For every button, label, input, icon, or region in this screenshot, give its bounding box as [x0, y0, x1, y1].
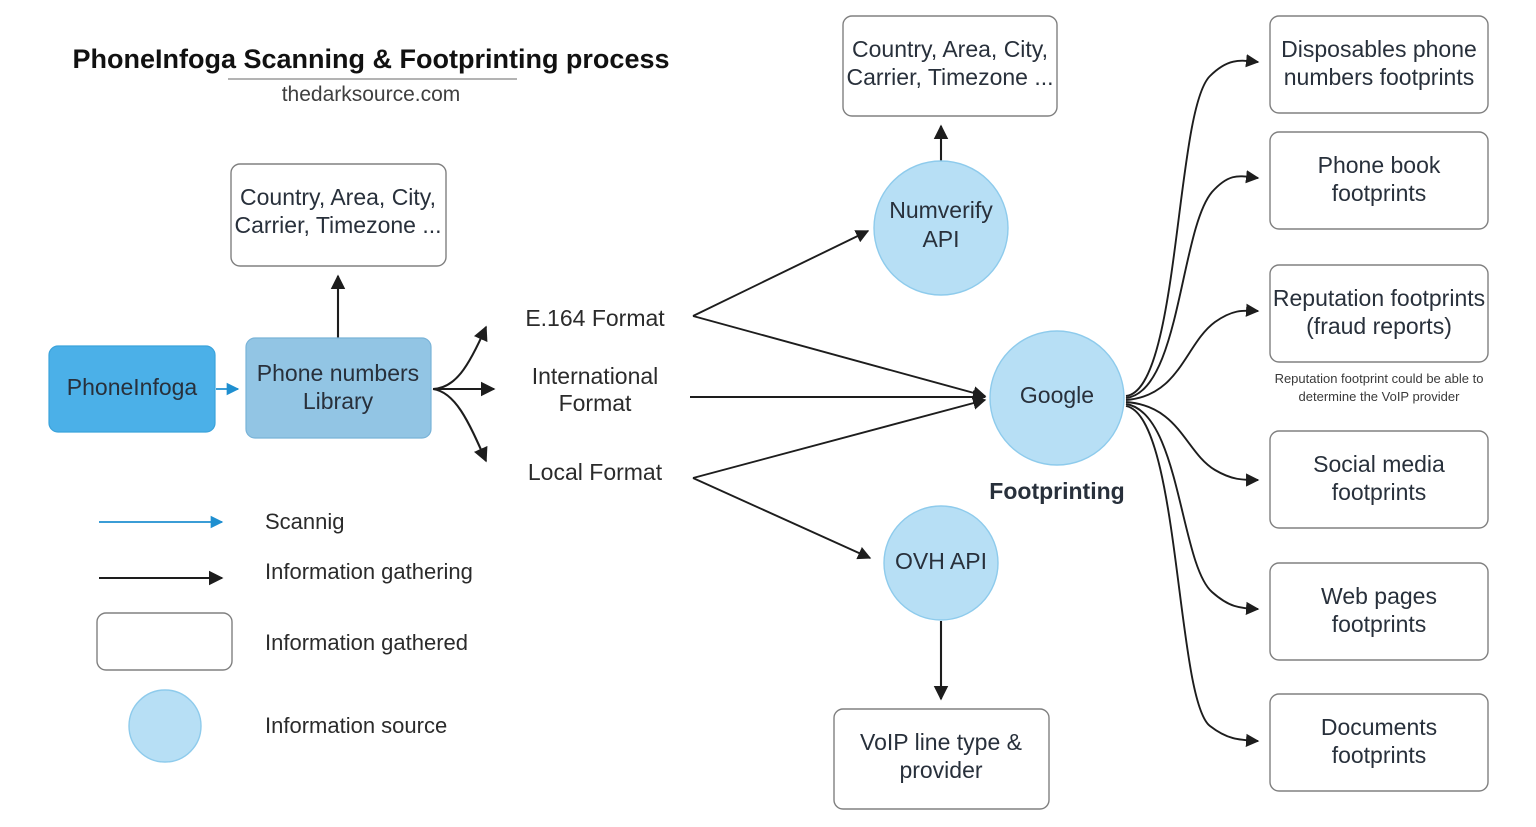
edge-library-to-local — [432, 387, 488, 463]
legend-label-scanning: Scannig — [265, 509, 345, 534]
footprint-reputation-line2: (fraud reports) — [1306, 313, 1452, 339]
footprint-disposables-line1: Disposables phone — [1281, 36, 1477, 62]
numverify-output-line2: Carrier, Timezone ... — [846, 64, 1053, 90]
footprint-web-pages-line1: Web pages — [1321, 583, 1437, 609]
footprint-phone-book-line1: Phone book — [1318, 152, 1441, 178]
edge-google-to-reputation — [1125, 303, 1260, 401]
ovh-output-box — [833, 708, 1050, 810]
phoneinfoga-label: PhoneInfoga — [67, 374, 198, 400]
ovh-api-circle — [883, 505, 999, 621]
library-output-box — [230, 163, 447, 267]
google-circle — [989, 330, 1125, 466]
edge-e164-to-numverify — [692, 230, 870, 317]
page-title: PhoneInfoga Scanning & Footprinting proc… — [72, 44, 669, 74]
reputation-note-line2: determine the VoIP provider — [1299, 389, 1461, 404]
footprint-box-documents — [1269, 693, 1489, 792]
edge-google-to-web-pages — [1125, 403, 1260, 615]
ovh-output-line2: provider — [899, 757, 982, 783]
format-label-local: Local Format — [528, 459, 663, 485]
edge-google-to-social-media — [1125, 401, 1260, 487]
legend-symbol-source-circle — [128, 689, 202, 763]
footprint-disposables-line2: numbers footprints — [1284, 64, 1474, 90]
library-output-line2: Carrier, Timezone ... — [234, 212, 441, 238]
legend-label-gathered: Information gathered — [265, 630, 468, 655]
ovh-output-line1: VoIP line type & — [860, 729, 1022, 755]
legend-label-source: Information source — [265, 713, 447, 738]
edge-e164-to-google — [692, 315, 987, 400]
footprint-documents-line1: Documents — [1321, 714, 1437, 740]
google-label: Google — [1020, 382, 1094, 408]
reputation-note-line1: Reputation footprint could be able to — [1275, 371, 1484, 386]
library-box — [245, 337, 432, 439]
footprint-box-reputation — [1269, 264, 1489, 363]
footprint-phone-book-line2: footprints — [1332, 180, 1427, 206]
legend-label-gathering: Information gathering — [265, 559, 473, 584]
numverify-label-line2: API — [922, 226, 959, 252]
footprint-social-media-line2: footprints — [1332, 479, 1427, 505]
footprint-box-disposables — [1269, 15, 1489, 114]
numverify-label-line1: Numverify — [889, 197, 993, 223]
format-label-e164: E.164 Format — [525, 305, 665, 331]
legend-symbol-gathered-box — [96, 612, 233, 671]
page-subtitle: thedarksource.com — [282, 83, 461, 106]
edge-local-to-google — [692, 396, 987, 479]
edge-google-to-documents — [1125, 405, 1260, 747]
numverify-output-box — [842, 15, 1058, 117]
footprint-web-pages-line2: footprints — [1332, 611, 1427, 637]
footprint-box-phone-book — [1269, 131, 1489, 230]
footprint-reputation-line1: Reputation footprints — [1273, 285, 1485, 311]
format-label-international-line2: Format — [559, 390, 632, 416]
format-label-international-line1: International — [532, 363, 659, 389]
footprint-box-social-media — [1269, 430, 1489, 529]
edge-library-to-e164 — [432, 325, 488, 391]
ovh-label: OVH API — [895, 548, 987, 574]
phoneinfoga-box — [48, 345, 216, 433]
footprint-documents-line2: footprints — [1332, 742, 1427, 768]
library-label-line2: Library — [303, 388, 374, 414]
library-output-line1: Country, Area, City, — [240, 184, 436, 210]
edge-google-to-disposables — [1125, 54, 1260, 397]
edge-local-to-ovh — [692, 477, 872, 560]
footprint-box-web-pages — [1269, 562, 1489, 661]
numverify-api-circle — [873, 160, 1009, 296]
numverify-output-line1: Country, Area, City, — [852, 36, 1048, 62]
footprint-social-media-line1: Social media — [1313, 451, 1445, 477]
library-label-line1: Phone numbers — [257, 360, 419, 386]
footprinting-caption: Footprinting — [989, 478, 1124, 504]
edge-google-to-phone-book — [1125, 170, 1260, 399]
